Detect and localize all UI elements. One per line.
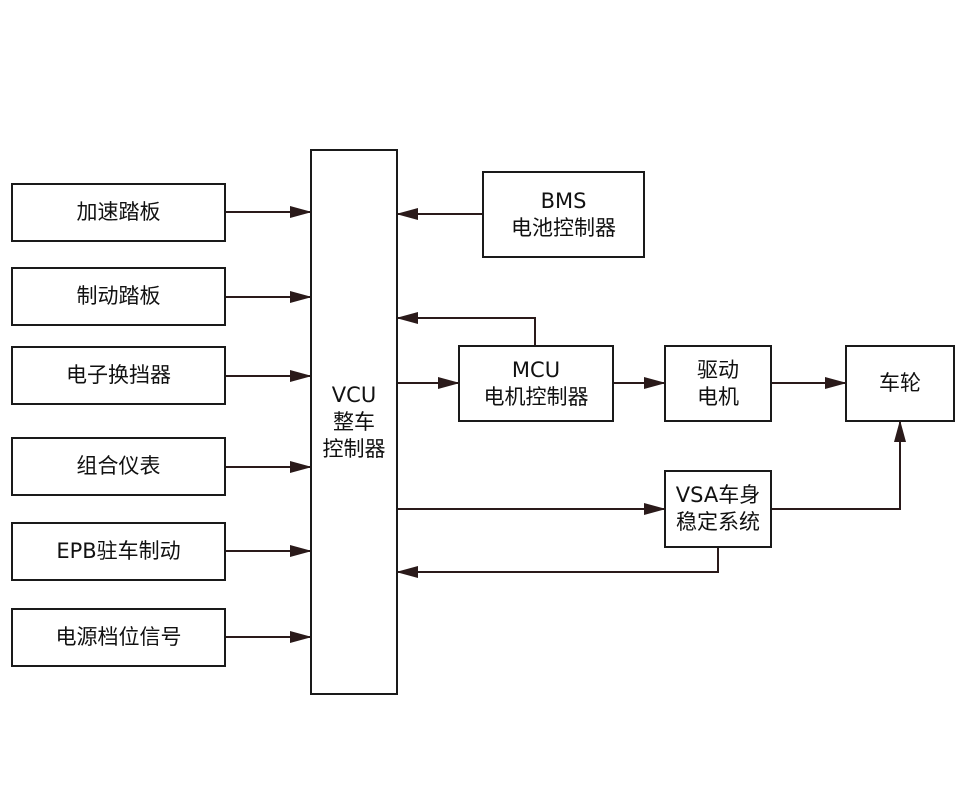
drive-motor-box: 驱动 电机 (664, 345, 772, 422)
bms-line1: BMS (540, 188, 587, 213)
vsa-line1: VSA车身 (675, 483, 761, 507)
accelerator-pedal-box: 加速踏板 (11, 183, 226, 242)
mcu-line2: 电机控制器 (483, 384, 589, 409)
instrument-cluster-label: 组合仪表 (76, 454, 161, 478)
bms-line2: 电池控制器 (511, 215, 616, 240)
arrow-vsa-feedback-to-vcu (396, 548, 719, 578)
vsa-line2: 稳定系统 (676, 510, 760, 534)
vsa-box: VSA车身 稳定系统 (664, 470, 772, 548)
wheel-label: 车轮 (879, 371, 921, 395)
accelerator-pedal-label: 加速踏板 (76, 200, 161, 224)
power-mode-signal-box: 电源档位信号 (11, 608, 226, 667)
drive-motor-line2: 电机 (697, 384, 739, 409)
electronic-shifter-box: 电子换挡器 (11, 346, 226, 405)
epb-parking-brake-box: EPB驻车制动 (11, 522, 226, 581)
vcu-line2: 整车 (333, 409, 375, 434)
vcu-box: VCU 整车 控制器 (310, 149, 398, 695)
mcu-box: MCU 电机控制器 (458, 345, 614, 422)
vcu-line3: 控制器 (322, 436, 386, 461)
power-mode-signal-label: 电源档位信号 (55, 625, 182, 649)
electronic-shifter-label: 电子换挡器 (66, 363, 171, 387)
arrow-vsa-to-wheel (772, 420, 906, 510)
bms-box: BMS 电池控制器 (482, 171, 645, 258)
epb-parking-brake-label: EPB驻车制动 (56, 539, 181, 563)
brake-pedal-label: 制动踏板 (76, 284, 161, 308)
arrow-mcu-feedback-to-vcu (396, 312, 536, 345)
brake-pedal-box: 制动踏板 (11, 267, 226, 326)
drive-motor-line1: 驱动 (697, 357, 739, 382)
instrument-cluster-box: 组合仪表 (11, 437, 226, 496)
mcu-line1: MCU (511, 357, 561, 382)
vcu-line1: VCU (331, 382, 377, 407)
